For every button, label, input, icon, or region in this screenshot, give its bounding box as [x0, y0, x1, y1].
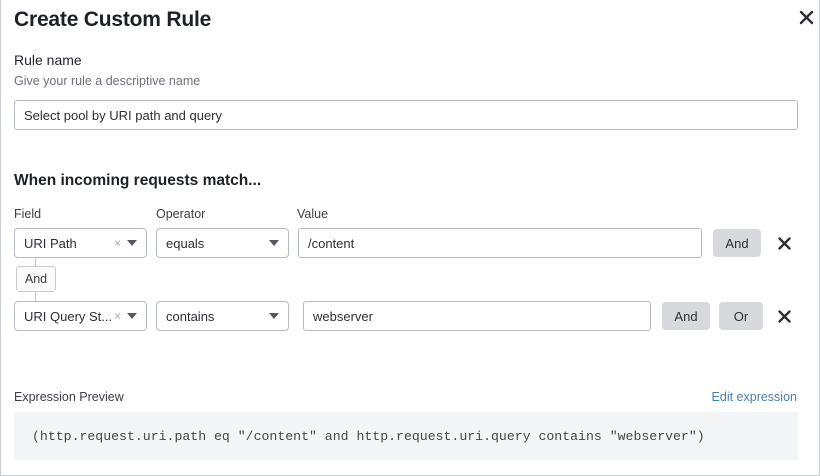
chevron-down-icon	[127, 313, 137, 319]
chevron-down-icon	[269, 313, 279, 319]
connector-line-bottom	[35, 291, 36, 302]
or-button-row-2[interactable]: Or	[719, 302, 763, 330]
operator-select-value-2: contains	[166, 308, 215, 324]
value-input-row-2[interactable]	[303, 301, 651, 331]
expression-text: (http.request.uri.path eq "/content" and…	[32, 428, 705, 444]
delete-glyph-1	[777, 236, 791, 250]
field-select-row-2[interactable]: URI Query St... ×	[14, 301, 147, 331]
clear-icon[interactable]: ×	[113, 235, 121, 250]
column-header-operator: Operator	[156, 207, 206, 221]
expression-preview-code: (http.request.uri.path eq "/content" and…	[14, 412, 798, 460]
operator-select-row-1[interactable]: equals	[156, 228, 289, 258]
rule-name-input[interactable]	[14, 100, 798, 130]
rule-name-help: Give your rule a descriptive name	[14, 74, 201, 88]
edit-expression-link[interactable]: Edit expression	[711, 390, 797, 404]
connector-line-top	[35, 258, 36, 268]
and-button-row-1[interactable]: And	[713, 229, 761, 257]
column-header-field: Field	[14, 207, 42, 221]
operator-select-value-1: equals	[166, 235, 205, 251]
close-icon[interactable]	[795, 6, 817, 28]
and-button-row-2[interactable]: And	[662, 302, 710, 330]
delete-row-icon-2[interactable]	[773, 305, 795, 327]
value-input-row-1[interactable]	[298, 228, 702, 258]
conditions-heading: When incoming requests match...	[14, 172, 262, 189]
field-select-row-1[interactable]: URI Path ×	[14, 228, 147, 258]
dialog-title: Create Custom Rule	[14, 8, 212, 31]
close-glyph	[799, 10, 813, 24]
delete-glyph-2	[777, 309, 791, 323]
clear-icon[interactable]: ×	[113, 308, 121, 323]
chevron-down-icon	[127, 240, 137, 246]
rule-name-label: Rule name	[14, 52, 82, 68]
connector-and-badge[interactable]: And	[16, 266, 56, 292]
chevron-down-icon	[269, 240, 279, 246]
field-select-value-1: URI Path	[24, 235, 77, 251]
column-header-value: Value	[297, 207, 329, 221]
expression-preview-label: Expression Preview	[14, 390, 124, 404]
delete-row-icon-1[interactable]	[773, 232, 795, 254]
operator-select-row-2[interactable]: contains	[156, 301, 289, 331]
field-select-value-2: URI Query St...	[24, 308, 112, 324]
